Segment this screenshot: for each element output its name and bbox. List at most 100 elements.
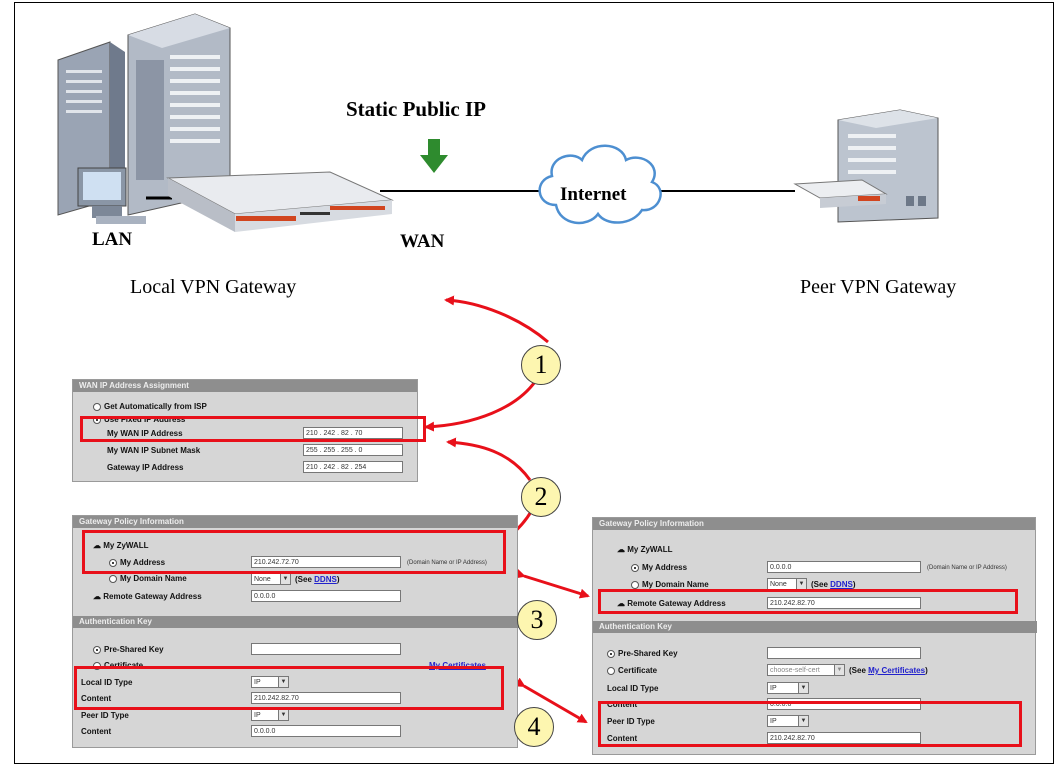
- peer-id-type-select[interactable]: IP▼: [767, 715, 809, 727]
- zywall-icon: ☁: [617, 545, 628, 554]
- dropdown-arrow-icon: ▼: [280, 574, 290, 584]
- local-server-icon: [57, 13, 231, 216]
- cert-option[interactable]: Certificate: [93, 661, 143, 670]
- peer-psk-option[interactable]: Pre-Shared Key: [607, 649, 678, 658]
- wan-label: WAN: [400, 231, 445, 252]
- my-zywall-label: ☁ My ZyWALL: [93, 541, 149, 550]
- dropdown-arrow-icon: ▼: [796, 579, 806, 589]
- dropdown-arrow-icon: ▼: [798, 716, 808, 726]
- highlight-wan-ip: [80, 416, 426, 442]
- peer-ddns-link[interactable]: DDNS: [830, 580, 853, 589]
- lan-label: LAN: [92, 229, 133, 250]
- peer-my-domain-option[interactable]: My Domain Name: [631, 580, 709, 589]
- gateway-ip-label: Gateway IP Address: [107, 463, 184, 472]
- step-4-circle: 4: [514, 707, 554, 747]
- remote-gw-icon: ☁: [617, 599, 628, 608]
- highlight-local-id: [74, 666, 504, 710]
- peer-domain-note: (Domain Name or IP Address): [927, 565, 1007, 571]
- local-gateway-label: Local VPN Gateway: [130, 276, 297, 298]
- radio-selected-icon: [93, 645, 101, 654]
- peer-my-certificates-link[interactable]: My Certificates: [868, 666, 926, 675]
- down-arrow-icon: [420, 139, 448, 173]
- peer-local-content-label: Content: [607, 700, 638, 709]
- my-certificates-link[interactable]: My Certificates: [429, 661, 486, 670]
- domain-select[interactable]: None▼: [251, 573, 291, 585]
- local-id-type-select[interactable]: IP▼: [251, 676, 289, 688]
- peer-content-field[interactable]: 0.0.0.0: [251, 725, 401, 737]
- content-label: Content: [81, 694, 112, 703]
- domain-note: (Domain Name or IP Address): [407, 560, 487, 566]
- my-wan-ip-field[interactable]: 210 . 242 . 82 . 70: [303, 427, 403, 439]
- psk-option[interactable]: Pre-Shared Key: [93, 645, 164, 654]
- local-policy-header: Gateway Policy Information: [73, 516, 517, 528]
- peer-cert-see: (See My Certificates): [849, 666, 928, 675]
- peer-gateway-label: Peer VPN Gateway: [800, 276, 957, 298]
- radio-icon: [109, 574, 117, 583]
- ddns-see: (See DDNS): [295, 575, 340, 584]
- radio-selected-icon: [109, 558, 117, 567]
- peer-my-address-field[interactable]: 0.0.0.0: [767, 561, 921, 573]
- peer-gateway-policy-panel: Gateway Policy Information ☁ My ZyWALL M…: [592, 517, 1037, 755]
- dropdown-arrow-icon: ▼: [834, 665, 844, 675]
- my-address-field[interactable]: 210.242.72.70: [251, 556, 401, 568]
- peer-cert-select[interactable]: choose-self-cert▼: [767, 664, 845, 676]
- dropdown-arrow-icon: ▼: [278, 710, 288, 720]
- psk-field[interactable]: [251, 643, 401, 655]
- peer-router-icon: [793, 179, 888, 208]
- radio-icon: [93, 402, 101, 411]
- highlight-my-address: [82, 530, 506, 574]
- subnet-label: My WAN IP Subnet Mask: [107, 446, 201, 455]
- zywall-icon: ☁: [93, 541, 104, 550]
- step-2-circle: 2: [521, 477, 561, 517]
- peer-local-id-type-label: Local ID Type: [607, 684, 659, 693]
- peer-auth-key-header: Authentication Key: [593, 621, 1037, 633]
- peer-ddns-see: (See DDNS): [811, 580, 856, 589]
- internet-cloud-icon: [538, 144, 662, 225]
- local-id-type-label: Local ID Type: [81, 678, 133, 687]
- highlight-remote-gw: [598, 589, 1018, 614]
- auto-ip-option[interactable]: Get Automatically from ISP: [93, 402, 207, 411]
- my-address-option[interactable]: My Address: [109, 558, 165, 567]
- content-field[interactable]: 210.242.82.70: [251, 692, 401, 704]
- peer-content-field[interactable]: 210.242.82.70: [767, 732, 921, 744]
- peer-cert-option[interactable]: Certificate: [607, 666, 657, 675]
- highlight-peer-id: [598, 701, 1022, 747]
- peer-remote-gw-field[interactable]: 210.242.82.70: [767, 597, 921, 609]
- radio-selected-icon: [631, 563, 639, 572]
- remote-gw-label: ☁ Remote Gateway Address: [93, 592, 202, 601]
- computer-icon: [77, 167, 146, 224]
- peer-remote-gw-label: ☁ Remote Gateway Address: [617, 599, 726, 608]
- wan-ip-panel: WAN IP Address Assignment Get Automatica…: [72, 379, 418, 482]
- my-domain-option[interactable]: My Domain Name: [109, 574, 187, 583]
- peer-server-icon: [837, 109, 939, 223]
- peer-id-type-select[interactable]: IP▼: [251, 709, 289, 721]
- remote-gw-field[interactable]: 0.0.0.0: [251, 590, 401, 602]
- peer-my-address-option[interactable]: My Address: [631, 563, 687, 572]
- peer-my-zywall-label: ☁ My ZyWALL: [617, 545, 673, 554]
- wan-panel-header: WAN IP Address Assignment: [73, 380, 417, 392]
- static-ip-label: Static Public IP: [346, 97, 486, 121]
- peer-psk-field[interactable]: [767, 647, 921, 659]
- router-icon: [166, 171, 394, 232]
- radio-selected-icon: [607, 649, 615, 658]
- auth-key-header: Authentication Key: [73, 616, 519, 628]
- gateway-ip-field[interactable]: 210 . 242 . 82 . 254: [303, 461, 403, 473]
- step-1-circle: 1: [521, 345, 561, 385]
- subnet-field[interactable]: 255 . 255 . 255 . 0: [303, 444, 403, 456]
- peer-content-label: Content: [81, 727, 112, 736]
- peer-id-type-label: Peer ID Type: [607, 717, 655, 726]
- peer-id-type-label: Peer ID Type: [81, 711, 129, 720]
- radio-icon: [631, 580, 639, 589]
- ddns-link[interactable]: DDNS: [314, 575, 337, 584]
- my-wan-ip-label: My WAN IP Address: [107, 429, 183, 438]
- radio-icon: [607, 666, 615, 675]
- step-3-circle: 3: [517, 600, 557, 640]
- dropdown-arrow-icon: ▼: [798, 683, 808, 693]
- internet-label: Internet: [560, 184, 627, 205]
- peer-policy-header: Gateway Policy Information: [593, 518, 1035, 530]
- remote-gw-icon: ☁: [93, 592, 104, 601]
- peer-local-id-type-select[interactable]: IP▼: [767, 682, 809, 694]
- dropdown-arrow-icon: ▼: [278, 677, 288, 687]
- radio-icon: [93, 661, 101, 670]
